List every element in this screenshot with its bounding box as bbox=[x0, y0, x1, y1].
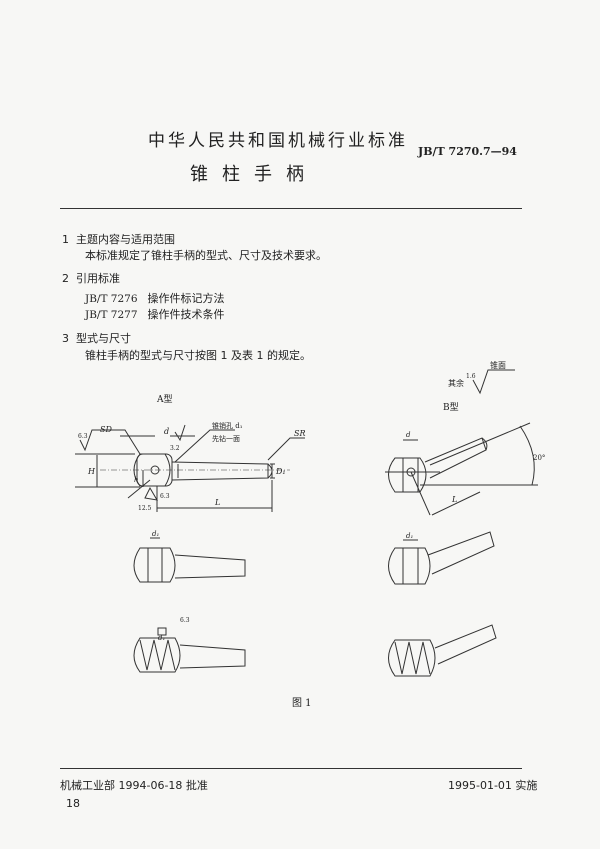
svg-text:SD: SD bbox=[100, 425, 112, 434]
section-2-heading: 2 引用标准 bbox=[62, 272, 120, 285]
svg-text:锥销孔 d₁: 锥销孔 d₁ bbox=[212, 421, 243, 430]
svg-text:h: h bbox=[134, 476, 139, 484]
type-a-main-view: 6.3 SD d 3.2 锥销孔 d₁ 先钻一面 SR H h D₁ L 6.3… bbox=[75, 421, 306, 512]
svg-text:d₁: d₁ bbox=[406, 532, 413, 540]
type-a-variant-view: d₁ bbox=[133, 530, 246, 583]
doc-title: 锥柱手柄 bbox=[190, 164, 318, 185]
type-a-label: A型 bbox=[156, 394, 173, 405]
svg-text:6.3: 6.3 bbox=[160, 493, 170, 500]
svg-text:其余: 其余 bbox=[448, 378, 464, 388]
svg-text:d: d bbox=[406, 431, 411, 439]
header-rule bbox=[60, 208, 522, 209]
reference-item: JB/T 7277 操作件技术条件 bbox=[85, 308, 225, 321]
svg-text:6.3: 6.3 bbox=[78, 433, 88, 440]
svg-text:3.2: 3.2 bbox=[170, 445, 180, 452]
roughness-note: 1.6 其余 锥面 bbox=[448, 360, 515, 395]
svg-text:H: H bbox=[87, 467, 96, 476]
svg-text:d₁: d₁ bbox=[158, 634, 165, 642]
svg-text:6.3: 6.3 bbox=[180, 617, 190, 624]
type-a-variant-view: d₁ 6.3 bbox=[133, 617, 246, 673]
effective-date-text: 1995-01-01 实施 bbox=[448, 779, 538, 792]
svg-text:d₁: d₁ bbox=[152, 530, 159, 538]
type-b-label: B型 bbox=[443, 402, 459, 413]
svg-text:L: L bbox=[214, 498, 220, 507]
approval-text: 机械工业部 1994-06-18 批准 bbox=[60, 779, 208, 792]
page-number: 18 bbox=[66, 797, 80, 810]
section-3-heading: 3 型式与尺寸 bbox=[62, 332, 131, 345]
org-title: 中华人民共和国机械行业标准 bbox=[148, 131, 408, 151]
svg-text:12.5: 12.5 bbox=[138, 505, 152, 512]
section-3-body: 锥柱手柄的型式与尺寸按图 1 及表 1 的规定。 bbox=[85, 349, 311, 362]
type-b-variant-view: d₁ bbox=[388, 531, 495, 585]
svg-text:SR: SR bbox=[294, 429, 306, 438]
svg-text:20°: 20° bbox=[533, 454, 545, 462]
reference-item: JB/T 7276 操作件标记方法 bbox=[85, 292, 225, 305]
section-1-heading: 1 主题内容与适用范围 bbox=[62, 233, 175, 246]
standard-number: JB/T 7270.7—94 bbox=[418, 145, 517, 158]
svg-text:先钻一面: 先钻一面 bbox=[212, 434, 240, 443]
type-b-main-view: d 20° L bbox=[385, 422, 545, 516]
footer-rule bbox=[60, 768, 522, 769]
figure-caption: 图 1 bbox=[292, 697, 312, 709]
svg-text:1.6: 1.6 bbox=[466, 373, 476, 380]
svg-text:L: L bbox=[451, 495, 457, 504]
section-1-body: 本标准规定了锥柱手柄的型式、尺寸及技术要求。 bbox=[85, 249, 327, 262]
svg-text:D₁: D₁ bbox=[275, 467, 286, 476]
type-b-variant-view bbox=[388, 624, 497, 677]
svg-text:锥面: 锥面 bbox=[490, 360, 506, 370]
svg-text:d: d bbox=[164, 427, 169, 436]
